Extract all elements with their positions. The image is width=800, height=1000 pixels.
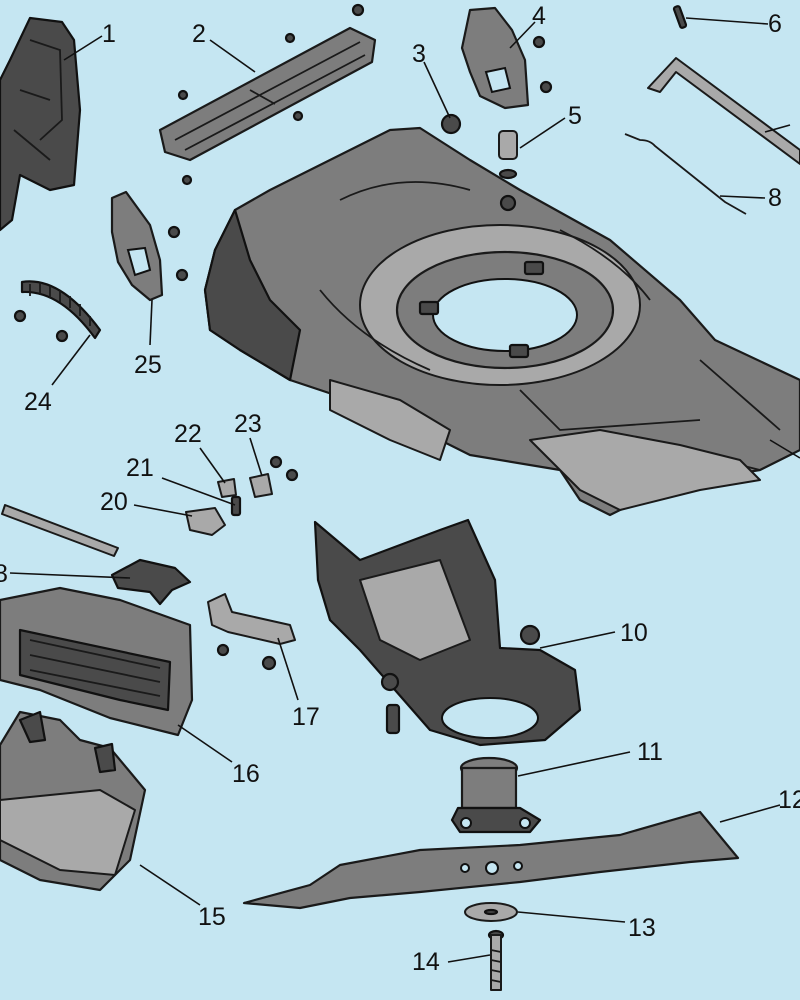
mower-deck <box>203 126 800 517</box>
leader-lines <box>9 17 800 963</box>
callout-13: 13 <box>628 914 656 942</box>
callout-5: 5 <box>568 102 582 130</box>
part-10-motor-housing <box>313 518 582 747</box>
callout-16: 16 <box>232 760 260 788</box>
callout-21: 21 <box>126 454 154 482</box>
part-8-spring <box>624 133 747 215</box>
callout-12: 12 <box>778 786 800 814</box>
callout-2: 2 <box>192 20 206 48</box>
part-11-blade-adapter <box>450 756 542 834</box>
callout-4: 4 <box>532 2 546 30</box>
part-18-lever <box>110 558 192 606</box>
part-14-bolt <box>487 929 505 991</box>
part-13-washer <box>464 902 518 922</box>
callout-8: 8 <box>768 184 782 212</box>
part-1-rear-flap <box>0 16 82 232</box>
part-15-grass-bag <box>0 710 147 892</box>
part-5-spacer <box>498 130 518 180</box>
callout-24: 24 <box>24 388 52 416</box>
callout-14: 14 <box>412 948 440 976</box>
part-3-knob <box>440 113 462 135</box>
part-12-blade <box>242 810 740 910</box>
part-19-rod <box>1 504 119 557</box>
part-4-height-bracket <box>460 6 553 110</box>
callout-23: 23 <box>234 410 262 438</box>
callout-18-cropped: 8 <box>0 560 8 588</box>
callout-11: 11 <box>637 738 663 766</box>
callout-3: 3 <box>412 40 426 68</box>
part-25-side-bracket <box>110 190 189 302</box>
callout-17: 17 <box>292 703 320 731</box>
parts-20-23-clips <box>185 455 299 536</box>
callout-15: 15 <box>198 903 226 931</box>
part-7-axle-rod <box>647 57 800 165</box>
part-6-pin <box>672 5 688 29</box>
part-16-grille <box>0 586 194 737</box>
part-24-comb-strip <box>13 280 102 343</box>
part-17-linkage <box>207 593 296 671</box>
part-2-hinge-bar <box>158 3 377 186</box>
callout-labels: 1 2 3 4 5 6 8 8 10 11 12 13 14 15 16 17 … <box>0 2 800 976</box>
callout-22: 22 <box>174 420 202 448</box>
callout-20: 20 <box>100 488 128 516</box>
callout-1: 1 <box>102 20 116 48</box>
callout-6: 6 <box>768 10 782 38</box>
callout-10: 10 <box>620 619 648 647</box>
callout-25: 25 <box>134 351 162 379</box>
